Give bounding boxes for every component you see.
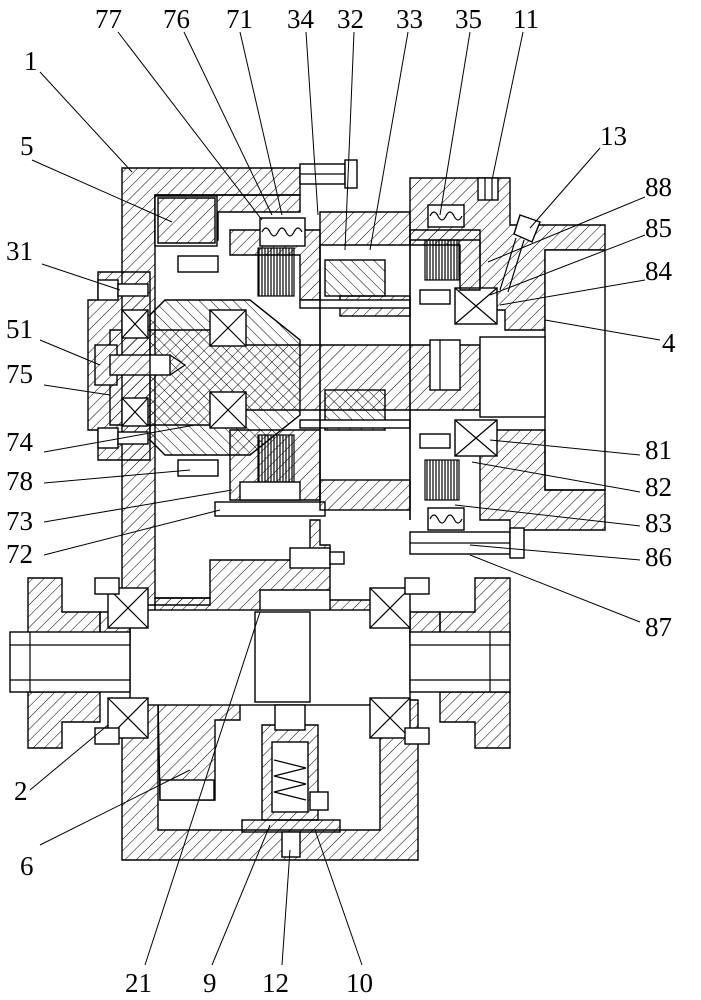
label-32: 32 <box>337 4 364 34</box>
bolt-86 <box>410 528 524 558</box>
label-2: 2 <box>14 776 28 806</box>
left-flange <box>10 578 148 748</box>
label-21: 21 <box>125 968 152 998</box>
label-5: 5 <box>20 131 34 161</box>
label-6: 6 <box>20 851 34 881</box>
label-73: 73 <box>6 506 33 536</box>
label-1: 1 <box>24 46 38 76</box>
label-11: 11 <box>513 4 539 34</box>
label-51: 51 <box>6 314 33 344</box>
label-88: 88 <box>645 172 672 202</box>
label-35: 35 <box>455 4 482 34</box>
end-cap-31 <box>88 272 150 460</box>
label-78: 78 <box>6 466 33 496</box>
label-87: 87 <box>645 612 672 642</box>
label-72: 72 <box>6 539 33 569</box>
label-33: 33 <box>396 4 423 34</box>
label-4: 4 <box>662 328 676 358</box>
label-71: 71 <box>226 4 253 34</box>
label-76: 76 <box>163 4 190 34</box>
label-81: 81 <box>645 435 672 465</box>
label-9: 9 <box>203 968 217 998</box>
label-74: 74 <box>6 427 34 457</box>
label-86: 86 <box>645 542 672 572</box>
label-75: 75 <box>6 359 33 389</box>
label-13: 13 <box>600 121 627 151</box>
label-34: 34 <box>287 4 315 34</box>
label-10: 10 <box>346 968 373 998</box>
label-82: 82 <box>645 472 672 502</box>
label-77: 77 <box>95 4 122 34</box>
label-84: 84 <box>645 256 673 286</box>
label-83: 83 <box>645 508 672 538</box>
label-12: 12 <box>262 968 289 998</box>
label-85: 85 <box>645 213 672 243</box>
label-31: 31 <box>6 236 33 266</box>
